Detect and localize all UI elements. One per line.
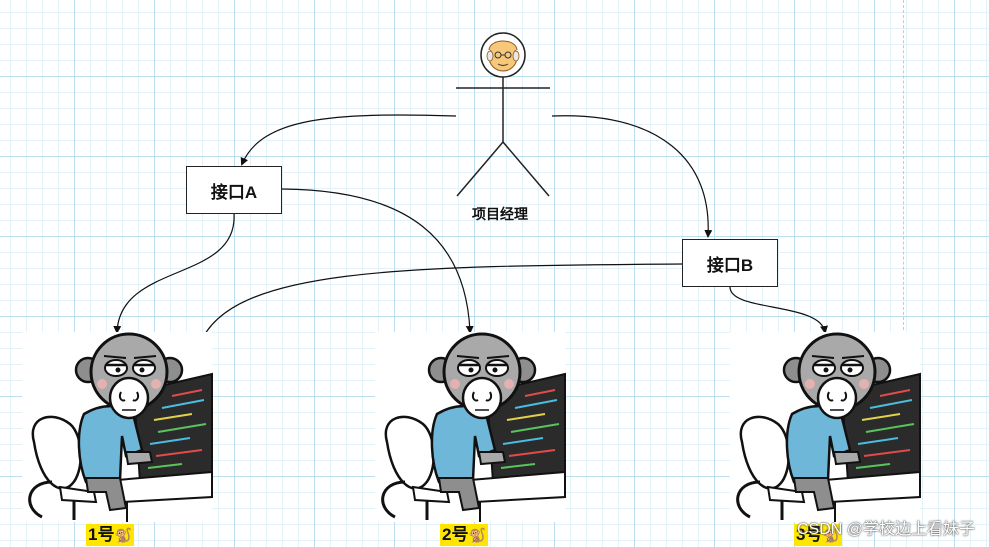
developer-1-illustration	[20, 330, 214, 524]
developer-1-tag: 1号🐒	[86, 524, 134, 546]
developer-3-tag: 3号🐒	[794, 524, 842, 546]
bald-man-face-icon	[486, 40, 520, 72]
project-manager-label: 项目经理	[472, 206, 528, 222]
developer-3-illustration	[728, 330, 922, 524]
interface-a-box[interactable]: 接口A	[186, 166, 282, 214]
monkey-icon: 🐒	[468, 527, 486, 543]
arrow-interface-a-to-dev-2	[281, 188, 474, 334]
arrow-pm-to-interface-a	[240, 114, 457, 166]
arrow-interface-a-to-dev-1	[113, 213, 235, 334]
arrow-interface-b-to-dev-1	[198, 263, 683, 346]
developer-3-label: 3号	[796, 525, 823, 544]
developer-1-label: 1号	[88, 525, 115, 544]
project-manager-figure	[456, 32, 550, 197]
monkey-icon: 🐒	[114, 527, 132, 543]
monkey-icon: 🐒	[822, 527, 840, 543]
page-boundary-guide	[903, 0, 904, 330]
interface-b-box[interactable]: 接口B	[682, 239, 778, 287]
arrow-interface-b-to-dev-3	[729, 286, 828, 334]
arrow-pm-to-interface-b	[551, 115, 713, 238]
watermark: CSDN @学校边上看妹子	[796, 521, 975, 538]
developer-2-illustration	[373, 330, 567, 524]
developer-2-tag: 2号🐒	[440, 524, 488, 546]
connectors	[113, 114, 828, 346]
developer-2-label: 2号	[442, 525, 469, 544]
